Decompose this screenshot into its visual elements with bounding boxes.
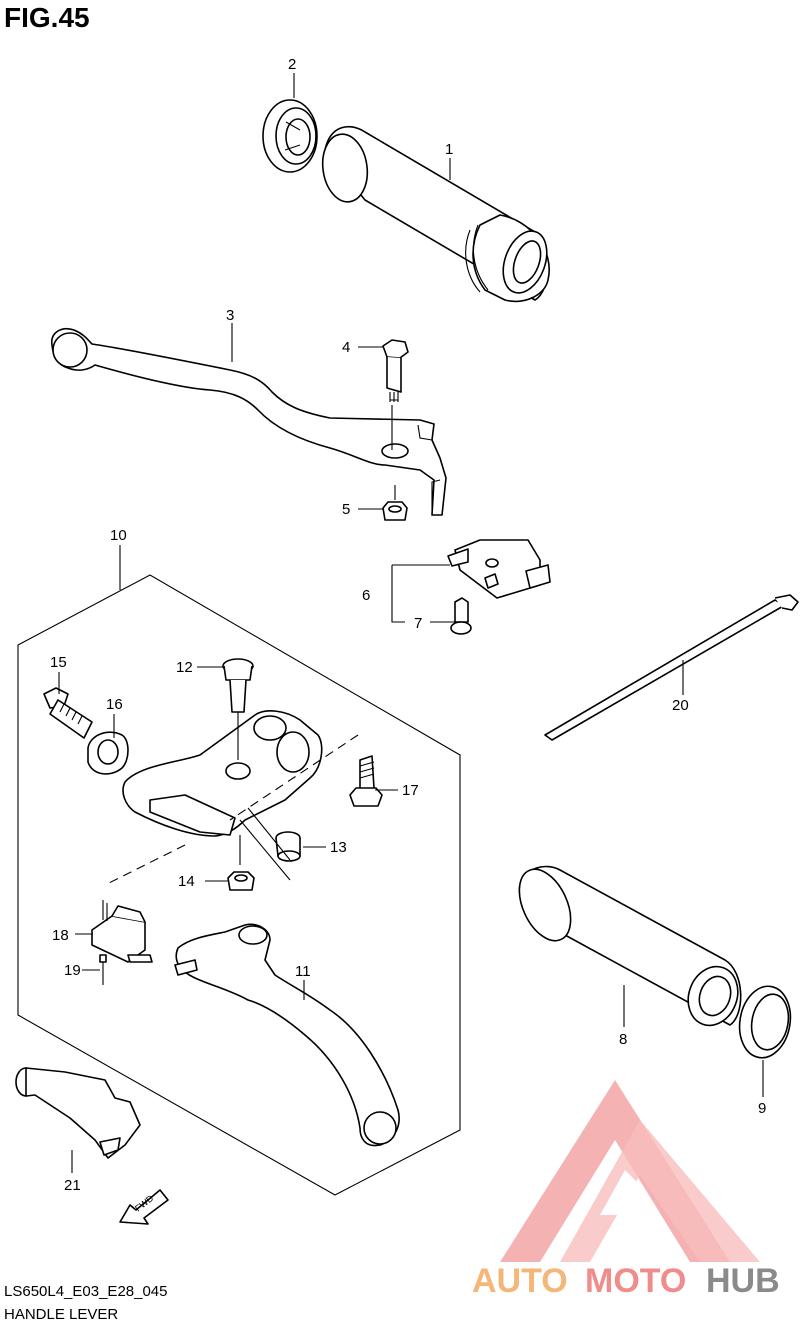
part-lever-holder (122, 710, 323, 837)
part-3-lever (51, 328, 447, 516)
part-9-end-cap (738, 985, 792, 1059)
bracket-6-7 (391, 564, 450, 623)
part-13-bushing (275, 831, 301, 862)
callout-17: 17 (402, 782, 419, 799)
callout-2: 2 (288, 56, 296, 73)
part-6-switch (447, 539, 551, 599)
part-4-pivot-bolt (382, 339, 409, 450)
watermark-logo (500, 1080, 760, 1262)
part-20-cable-tie (544, 594, 799, 741)
callout-18: 18 (52, 927, 69, 944)
part-16-clamp-ring (87, 731, 129, 775)
callout-21: 21 (64, 1177, 81, 1194)
callout-9: 9 (758, 1100, 766, 1117)
part-14-nut (227, 871, 255, 891)
callout-3: 3 (226, 307, 234, 324)
callout-20: 20 (672, 697, 689, 714)
part-15-bolt (43, 687, 93, 739)
part-18-switch (91, 900, 153, 963)
assembly-lines (104, 712, 359, 886)
fwd-direction-arrow: FWD (119, 1189, 169, 1225)
part-11-lever (174, 923, 400, 1147)
callout-14: 14 (178, 873, 195, 890)
callout-16: 16 (106, 696, 123, 713)
callout-12: 12 (176, 659, 193, 676)
leader-lines (58, 73, 764, 1173)
callout-4: 4 (342, 339, 350, 356)
watermark-text: AUTO MOTO HUB (472, 1262, 780, 1300)
watermark-auto: AUTO (472, 1262, 568, 1300)
callout-labels: 2 1 3 4 5 6 7 20 10 15 16 12 17 13 14 18… (50, 56, 766, 1194)
watermark-moto: MOTO (585, 1262, 686, 1300)
part-17-bolt (349, 755, 383, 807)
callout-13: 13 (330, 839, 347, 856)
figure-subtitle: HANDLE LEVER (4, 1306, 119, 1323)
part-2-grip-end-ring (262, 99, 318, 173)
callout-7: 7 (414, 615, 422, 632)
callout-8: 8 (619, 1031, 627, 1048)
part-10-group-outline (17, 574, 461, 1196)
figure-code: LS650L4_E03_E28_045 (4, 1283, 168, 1300)
callout-11: 11 (295, 963, 311, 980)
part-19-screw (99, 954, 107, 985)
watermark-hub: HUB (706, 1262, 780, 1300)
part-1-throttle-grip (321, 125, 550, 302)
figure-title: FIG.45 (4, 2, 90, 33)
callout-19: 19 (64, 962, 81, 979)
part-5-nut (382, 485, 408, 521)
part-8-left-grip (518, 865, 742, 1027)
callout-5: 5 (342, 501, 350, 518)
callout-10: 10 (110, 527, 127, 544)
part-7-screw (450, 597, 472, 635)
callout-15: 15 (50, 654, 67, 671)
callout-6: 6 (362, 587, 370, 604)
part-12-pin (222, 658, 254, 713)
callout-1: 1 (445, 141, 453, 158)
part-21-grip-cover (15, 1067, 141, 1159)
